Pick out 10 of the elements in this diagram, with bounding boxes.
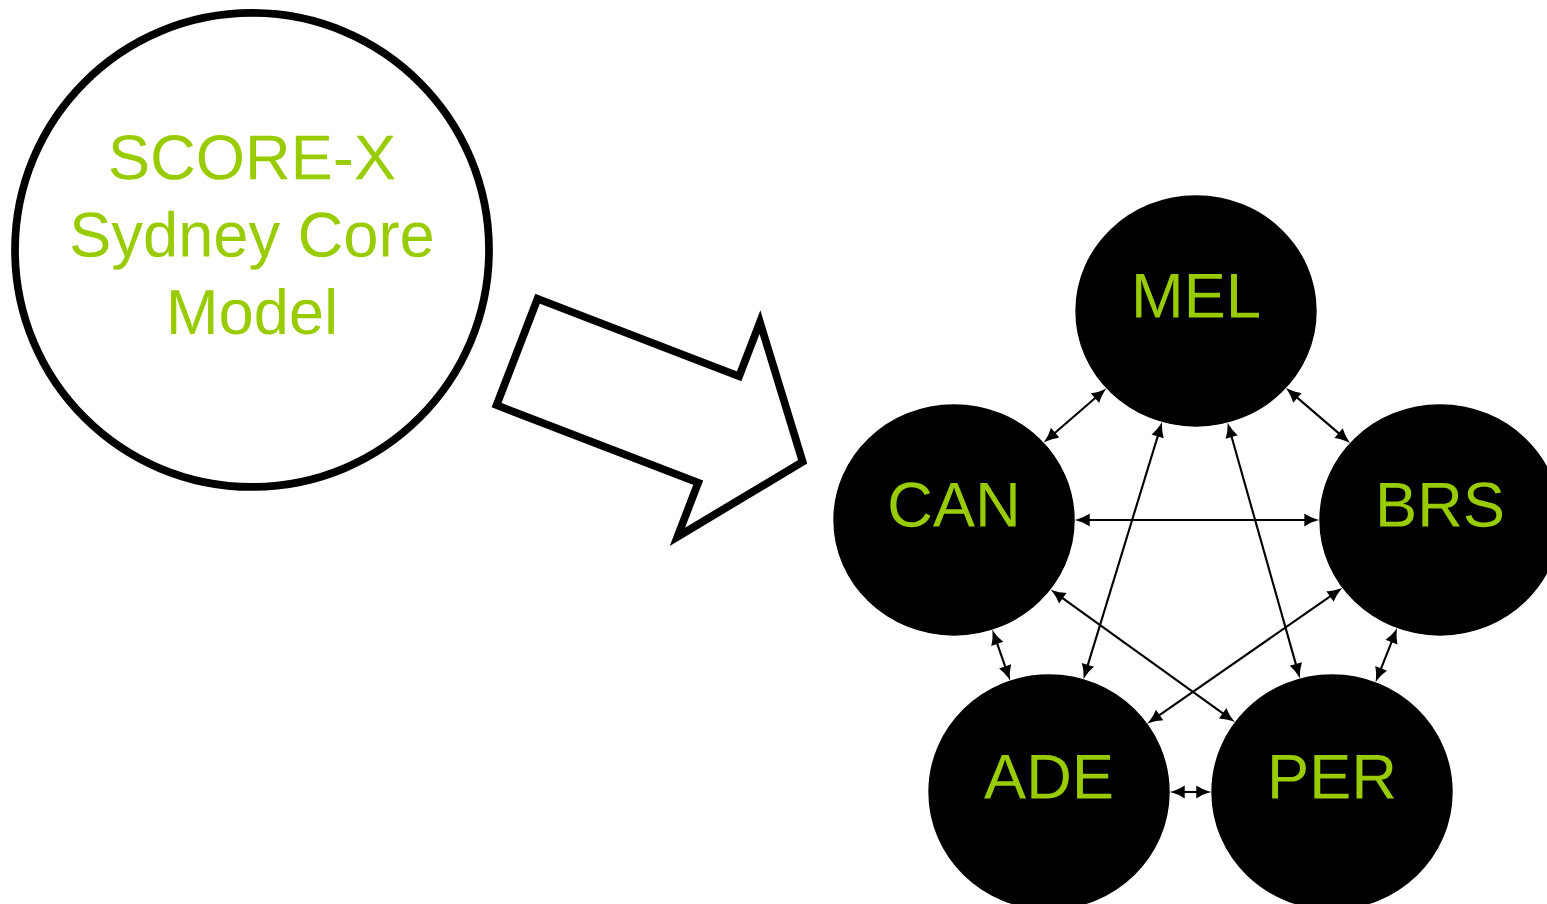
double-arrow	[1375, 630, 1398, 680]
double-arrow	[1077, 514, 1317, 526]
double-arrow	[1287, 389, 1349, 442]
double-arrow	[1172, 786, 1209, 798]
double-arrow	[991, 632, 1011, 679]
double-arrow	[1225, 425, 1302, 676]
double-arrow	[1052, 590, 1233, 721]
double-arrow	[1149, 589, 1341, 723]
double-arrow	[1082, 424, 1164, 677]
double-arrow	[1045, 389, 1105, 442]
